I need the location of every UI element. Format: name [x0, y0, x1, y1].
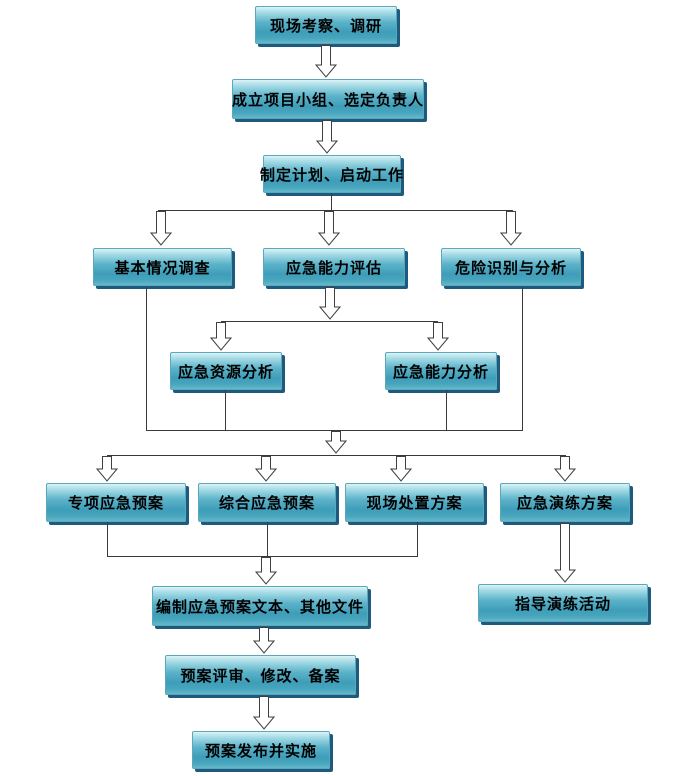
- flow-arrow-icon: [500, 211, 522, 246]
- connector-line: [107, 556, 418, 557]
- flow-arrow-icon: [427, 322, 449, 351]
- connector-line: [417, 522, 418, 556]
- flow-arrow-icon: [253, 696, 275, 730]
- node-plan-review-revise-file: 预案评审、修改、备案: [165, 655, 356, 695]
- connector-line: [446, 390, 447, 430]
- node-form-team: 成立项目小组、选定负责人: [232, 79, 424, 119]
- connector-line: [158, 210, 513, 211]
- connector-line: [146, 287, 147, 430]
- flow-arrow-icon: [319, 287, 341, 320]
- connector-line: [522, 287, 523, 430]
- flow-arrow-icon: [253, 627, 275, 654]
- node-basic-investigation: 基本情况调查: [93, 248, 232, 286]
- node-onsite-disposal-plan: 现场处置方案: [345, 483, 484, 522]
- flow-arrow-icon: [316, 120, 338, 154]
- node-special-plan: 专项应急预案: [46, 483, 186, 522]
- flow-arrow-icon: [255, 557, 277, 585]
- connector-line: [267, 522, 268, 556]
- node-site-survey: 现场考察、调研: [255, 6, 397, 44]
- node-capability-analysis: 应急能力分析: [385, 352, 497, 390]
- node-plan-publish-implement: 预案发布并实施: [192, 731, 330, 769]
- connector-line: [146, 430, 523, 431]
- flow-arrow-icon: [554, 523, 576, 583]
- flow-arrow-icon: [325, 431, 347, 454]
- flow-arrow-icon: [318, 211, 340, 246]
- connector-line: [107, 455, 566, 456]
- flow-arrow-icon: [210, 322, 232, 351]
- flow-arrow-icon: [96, 456, 118, 482]
- connector-line: [221, 321, 438, 322]
- node-drill-plan: 应急演练方案: [500, 483, 630, 522]
- node-resource-analysis: 应急资源分析: [170, 352, 282, 390]
- flow-arrow-icon: [255, 456, 277, 482]
- flow-arrow-icon: [390, 456, 412, 482]
- node-comprehensive-plan: 综合应急预案: [198, 483, 336, 522]
- flow-arrow-icon: [150, 211, 172, 246]
- flow-arrow-icon: [554, 456, 576, 482]
- node-capability-assessment: 应急能力评估: [263, 248, 405, 286]
- node-make-plan: 制定计划、启动工作: [260, 155, 403, 193]
- flow-arrow-icon: [315, 45, 337, 78]
- connector-line: [225, 390, 226, 430]
- node-guide-drill-activities: 指导演练活动: [478, 584, 648, 622]
- connector-line: [107, 522, 108, 556]
- node-compile-plan-documents: 编制应急预案文本、其他文件: [152, 586, 368, 626]
- connector-line: [331, 193, 332, 210]
- node-hazard-identification: 危险识别与分析: [441, 248, 581, 286]
